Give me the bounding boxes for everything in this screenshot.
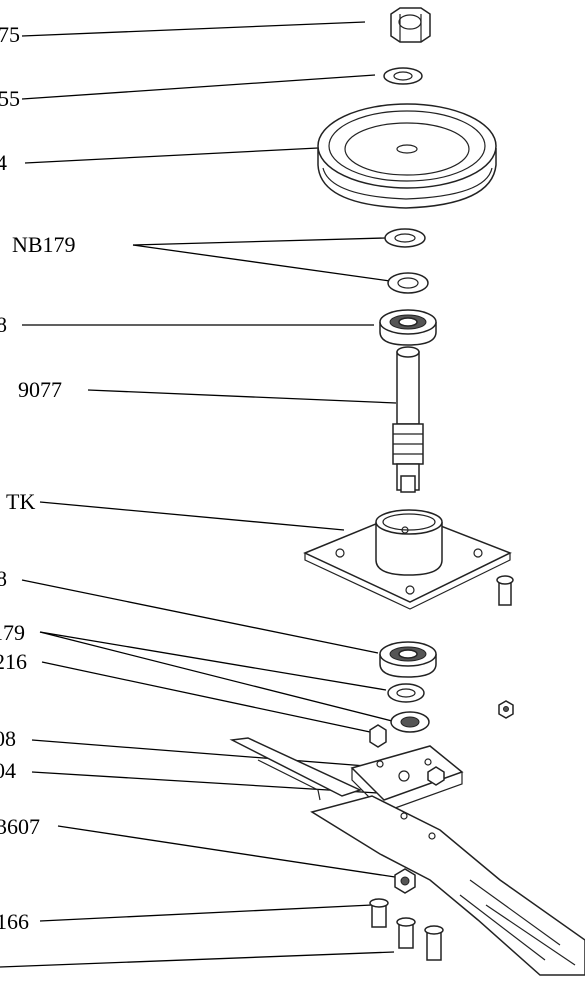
leader-bottom-bolt (0, 951, 395, 968)
leader-179-b (39, 631, 393, 722)
leader-9077 (87, 389, 397, 404)
label-tk: TK (6, 489, 35, 514)
blade-nut-part (369, 724, 387, 748)
label-55: 55 (0, 86, 20, 111)
blade-bolt-nut-part (394, 868, 416, 894)
leader-216 (41, 661, 371, 733)
loose-nut-part (498, 700, 514, 719)
leader-8-mid (21, 579, 379, 654)
bolt-lower-left-part (396, 917, 416, 949)
leader-55 (21, 74, 376, 100)
leader-08 (31, 739, 367, 767)
label-8-mid: 8 (0, 566, 7, 591)
label-9077: 9077 (18, 377, 62, 402)
label-04: 04 (0, 758, 16, 783)
bolt-lower-right-part (424, 925, 444, 961)
mower-blade-part (310, 795, 585, 976)
leader-lines (0, 21, 397, 968)
label-179: 179 (0, 620, 25, 645)
leader-4 (24, 147, 319, 164)
leader-3607 (57, 825, 396, 878)
label-216: 216 (0, 649, 27, 674)
leader-179-a (39, 631, 387, 691)
pulley-part (317, 103, 497, 209)
lower-flat-washer-part (390, 711, 430, 733)
label-nb179-top: NB179 (12, 232, 76, 257)
leader-166 (39, 904, 373, 922)
leader-nb179-a (132, 237, 386, 246)
label-75: 75 (0, 22, 20, 47)
lower-bearing-part (379, 641, 437, 678)
upper-bearing-part (379, 309, 437, 346)
leader-nb179-b (132, 244, 391, 282)
top-nut-part (390, 7, 431, 43)
spacer-washer-lower-part (387, 272, 429, 294)
leader-04 (31, 771, 379, 794)
leader-75 (21, 21, 366, 37)
leader-tk (39, 501, 345, 531)
label-166: 166 (0, 909, 29, 934)
label-08: 08 (0, 726, 16, 751)
spindle-shaft-part (392, 346, 424, 493)
label-4: 4 (0, 150, 7, 175)
top-washer-part (383, 67, 423, 85)
label-8-top: 8 (0, 312, 7, 337)
spacer-washer-upper-part (384, 228, 426, 248)
bolt-166-part (369, 898, 389, 928)
blade-adapter-part (229, 737, 464, 813)
lower-spacer-washer-part (387, 683, 425, 703)
bearing-housing-plate-part (303, 509, 514, 610)
label-3607: 3607 (0, 814, 40, 839)
